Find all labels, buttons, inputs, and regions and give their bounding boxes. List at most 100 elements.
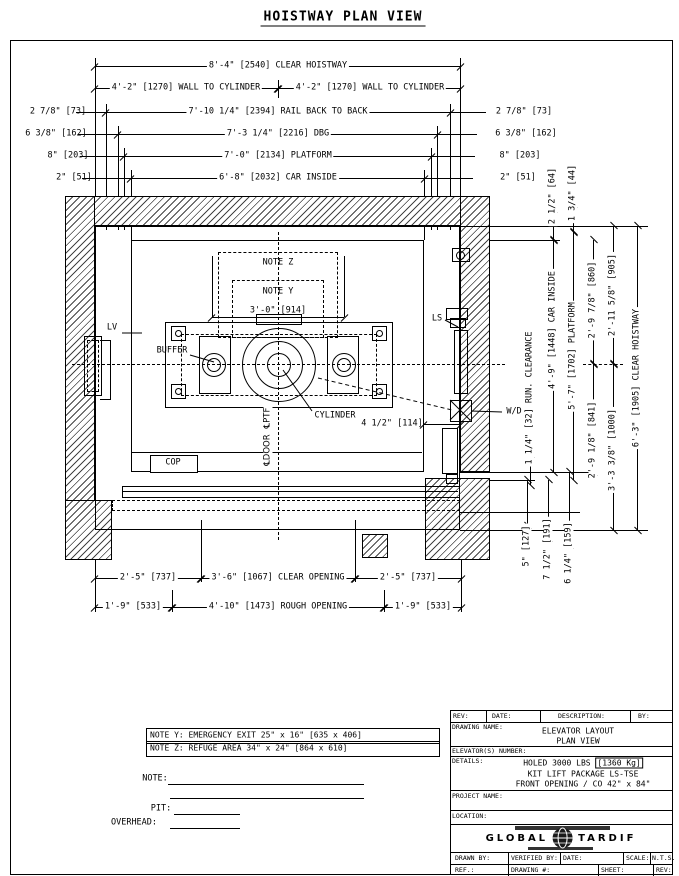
wd-label: W/D bbox=[506, 406, 522, 417]
buffer-right-inner bbox=[337, 358, 351, 372]
cell-divider bbox=[560, 852, 561, 864]
reference-line bbox=[460, 512, 580, 513]
rail-plate-left bbox=[199, 336, 231, 394]
reference-line bbox=[460, 472, 590, 473]
wall-left bbox=[65, 196, 95, 560]
wd-box bbox=[450, 400, 472, 422]
bolt-plate bbox=[171, 384, 186, 399]
door-panel-dashed bbox=[112, 500, 460, 511]
sheet-label: SHEET: bbox=[601, 866, 625, 874]
buffer-left-circle bbox=[202, 353, 226, 377]
rail-channel-right bbox=[454, 330, 468, 394]
overhead-field-label: OVERHEAD: bbox=[110, 817, 158, 828]
details-line1: HOLED 3000 LBS [1360 Kg] bbox=[521, 757, 645, 769]
dim-stub bbox=[450, 112, 486, 113]
bolt-hole bbox=[175, 330, 182, 337]
cylinder-inner-circle bbox=[267, 353, 291, 377]
witness-line bbox=[95, 58, 96, 230]
cell-divider bbox=[623, 852, 624, 864]
nts-value: N.T.S. bbox=[652, 854, 676, 862]
rev-label-bottom: REV: bbox=[656, 866, 672, 874]
note-field-line bbox=[168, 784, 364, 785]
dim-stub bbox=[424, 178, 473, 179]
page-title: HOISTWAY PLAN VIEW bbox=[260, 10, 426, 27]
drawing-name-label: DRAWING NAME: bbox=[452, 723, 503, 731]
pit-field-line bbox=[174, 814, 240, 815]
bolt-hole bbox=[376, 388, 383, 395]
cell-divider bbox=[508, 852, 509, 864]
wall-top bbox=[65, 196, 490, 226]
witness-line bbox=[172, 590, 173, 612]
buffer-right-circle bbox=[332, 353, 356, 377]
cell-divider bbox=[508, 864, 509, 876]
reference-line bbox=[490, 480, 535, 481]
dim-label-platform-right: 8" [203] bbox=[499, 150, 541, 161]
note-field-line-2 bbox=[170, 798, 364, 799]
reference-line bbox=[490, 240, 560, 241]
witness-line bbox=[106, 104, 107, 230]
centerline-horizontal bbox=[72, 364, 505, 365]
title-block-divider bbox=[450, 824, 672, 825]
title-block-divider bbox=[450, 864, 672, 865]
dim-label-737-left: 2'-5" [737] bbox=[117, 572, 179, 583]
rev-header-label: REV: bbox=[453, 712, 469, 720]
sheet-frame bbox=[10, 40, 673, 875]
door-panel-line bbox=[122, 491, 458, 492]
title-block-border bbox=[450, 710, 672, 711]
dim-label-wall-to-cylinder-right: 4'-2" [1270] WALL TO CYLINDER bbox=[293, 82, 447, 93]
cylinder-mid-circle bbox=[255, 341, 303, 389]
dim-label-car-right: 2" [51] bbox=[500, 172, 536, 183]
wall-device bbox=[452, 248, 470, 262]
dim-line bbox=[424, 424, 460, 425]
location-label: LOCATION: bbox=[452, 812, 488, 820]
dim-line bbox=[530, 455, 531, 485]
wall-bottom-left bbox=[65, 500, 112, 560]
lv-device bbox=[84, 336, 102, 396]
dim-label-rail-back-to-back: 7'-10 1/4" [2394] RAIL BACK TO BACK bbox=[186, 106, 370, 117]
title-block-divider bbox=[450, 852, 672, 853]
dim-label-533-left: 1'-9" [533] bbox=[102, 601, 164, 612]
witness-line bbox=[384, 590, 385, 612]
cylinder-outer-circle bbox=[242, 328, 316, 402]
bolt-plate bbox=[372, 326, 387, 341]
details-label: DETAILS: bbox=[452, 757, 484, 765]
note-z-cell bbox=[146, 741, 440, 757]
title-block-border bbox=[450, 710, 451, 874]
ref-label: REF.: bbox=[455, 866, 475, 874]
dim-stub bbox=[78, 134, 118, 135]
dim-stub bbox=[80, 156, 124, 157]
witness-line bbox=[95, 560, 96, 612]
bolt-hole bbox=[175, 388, 182, 395]
centerline-horizontal bbox=[583, 364, 623, 365]
cell-divider bbox=[653, 864, 654, 876]
cell-divider bbox=[540, 710, 541, 722]
cell-divider bbox=[598, 864, 599, 876]
details-line3: FRONT OPENING / CO 42" x 84" bbox=[515, 779, 651, 789]
details-line2: KIT LIFT PACKAGE LS-TSE bbox=[527, 769, 639, 779]
centerline-vertical bbox=[278, 232, 279, 540]
dim-label-platform-left: 8" [203] bbox=[47, 150, 89, 161]
dim-label-dbg: 7'-3 1/4" [2216] DBG bbox=[224, 128, 332, 139]
overhead-field-line bbox=[170, 828, 240, 829]
date-header-label: DATE: bbox=[492, 712, 512, 720]
witness-line bbox=[118, 126, 119, 230]
lv-label: LV bbox=[106, 322, 118, 333]
title-block-divider bbox=[450, 810, 672, 811]
company-logo: GLOBAL TARDIF bbox=[486, 827, 637, 849]
cop-box bbox=[150, 455, 198, 473]
dim-label-dbg-left: 6 3/8" [162] bbox=[25, 128, 87, 139]
ls-label: LS bbox=[431, 313, 443, 324]
cell-divider bbox=[650, 852, 651, 864]
dim-label-wall-to-cylinder-left: 4'-2" [1270] WALL TO CYLINDER bbox=[109, 82, 263, 93]
door-track-right bbox=[442, 428, 458, 474]
dim-label-clear-hoistway: 8'-4" [2540] CLEAR HOISTWAY bbox=[206, 60, 350, 71]
drawing-name-line1: ELEVATOR LAYOUT bbox=[541, 726, 615, 736]
description-header-label: DESCRIPTION: bbox=[558, 712, 605, 720]
dim-stub bbox=[437, 134, 477, 135]
dim-label-clear-opening: 3'-6" [1067] CLEAR OPENING bbox=[209, 572, 347, 583]
dim-label-rail-left: 2 7/8" [73] bbox=[29, 106, 87, 117]
car-front-line bbox=[131, 452, 422, 453]
witness-line bbox=[461, 560, 462, 612]
note-z-text: NOTE Z: REFUGE AREA 34" x 24" [864 x 610… bbox=[150, 743, 348, 753]
wall-right bbox=[460, 196, 490, 472]
